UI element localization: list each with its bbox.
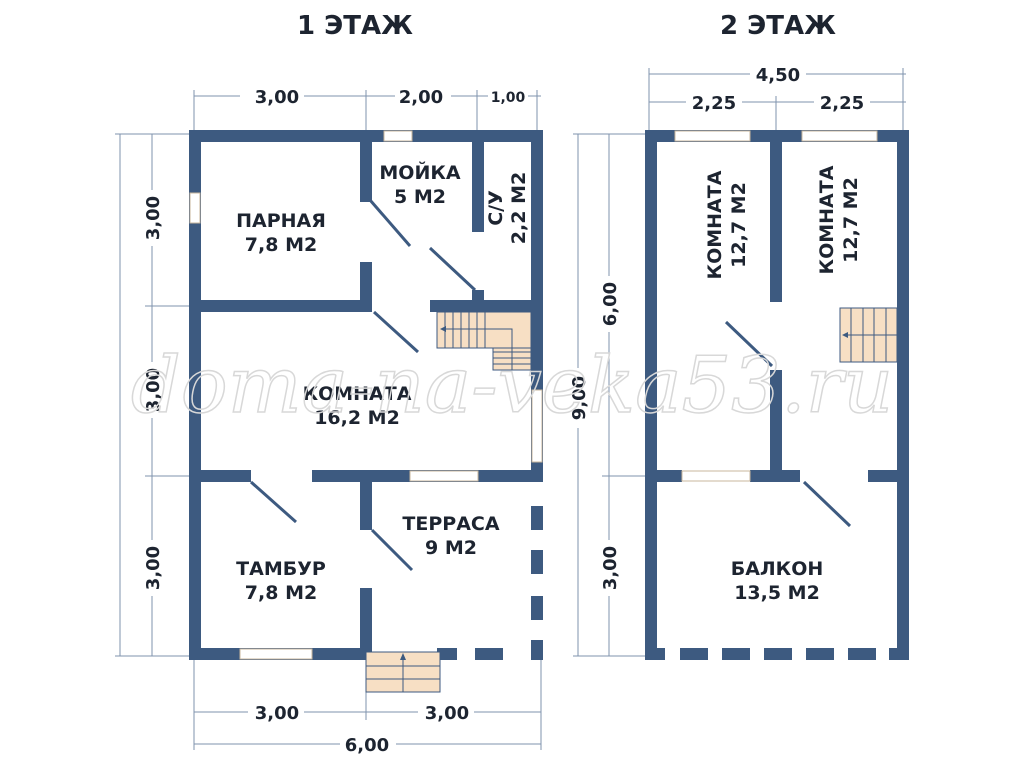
floor2-room-labels: КОМНАТА 12,7 М2 КОМНАТА 12,7 М2 БАЛКОН 1… (704, 165, 862, 604)
floor1-dimensions: 3,00 2,00 1,00 3,00 3,00 3,00 3 (115, 84, 542, 756)
floor2-windows (674, 130, 878, 482)
floor2-doors (724, 320, 852, 528)
dim-left-2: 3,00 (143, 368, 164, 412)
entry-arrow-icon (400, 653, 406, 660)
dim-left-1: 6,00 (600, 282, 621, 326)
stairs-arrow-icon (440, 326, 446, 332)
room-name-komnata-2: КОМНАТА (816, 165, 838, 274)
floor2-title: 2 ЭТАЖ (720, 11, 836, 41)
watermark: doma-na-veka53.ru (131, 341, 893, 431)
dim-bottom-2: 3,00 (425, 703, 469, 724)
dim-bottom-total: 6,00 (345, 735, 389, 756)
floor1-windows (189, 130, 543, 660)
floor2-plan: 4,50 2,25 2,25 9,00 6,00 3,00 (566, 62, 909, 660)
floor1-walls (189, 130, 543, 660)
dim-top-3: 1,00 (491, 90, 526, 106)
room-area-terrace: 9 М2 (425, 537, 477, 559)
door (370, 528, 414, 572)
floor1-stairs (365, 311, 532, 693)
door (724, 320, 774, 368)
room-name-tambur: ТАМБУР (236, 558, 326, 580)
room-name-moyka: МОЙКА (379, 161, 460, 184)
window (239, 648, 313, 660)
dim-left-3: 3,00 (143, 546, 164, 590)
window (531, 389, 543, 463)
window (383, 130, 413, 142)
stairs-arrow-icon (842, 332, 848, 338)
floor1-plan: 3,00 2,00 1,00 3,00 3,00 3,00 3 (115, 84, 543, 756)
room-area-su: 2,2 М2 (508, 172, 530, 244)
door (802, 480, 852, 528)
room-name-parnaya: ПАРНАЯ (236, 210, 326, 232)
room-area-komnata-2: 12,7 М2 (840, 177, 862, 263)
window (674, 130, 751, 142)
window (801, 130, 878, 142)
dim-left-total: 9,00 (569, 376, 590, 420)
room-name-terrace: ТЕРРАСА (402, 513, 499, 535)
window (189, 192, 201, 224)
door (428, 246, 477, 292)
floor1-room-labels: ПАРНАЯ 7,8 М2 МОЙКА 5 М2 С/У 2,2 М2 КОМН… (236, 161, 530, 604)
room-area-balkon: 13,5 М2 (734, 582, 820, 604)
room-area-tambur: 7,8 М2 (245, 582, 317, 604)
room-area-moyka: 5 М2 (394, 186, 446, 208)
floor1-doors (250, 199, 477, 572)
room-name-komnata-1: КОМНАТА (704, 170, 726, 279)
door (250, 480, 297, 524)
dim-top-2: 2,25 (820, 93, 864, 114)
dim-left-2: 3,00 (600, 546, 621, 590)
floor1-title: 1 ЭТАЖ (297, 11, 413, 41)
room-area-komnata: 16,2 М2 (314, 407, 400, 429)
room-area-komnata-1: 12,7 М2 (728, 182, 750, 268)
floor2-dimensions: 4,50 2,25 2,25 9,00 6,00 3,00 (566, 62, 906, 657)
door (368, 199, 412, 247)
dim-bottom-1: 3,00 (255, 703, 299, 724)
dim-top-1: 2,25 (692, 93, 736, 114)
room-name-su: С/У (485, 190, 507, 226)
dim-top-2: 2,00 (399, 87, 443, 108)
door (372, 310, 420, 354)
window (681, 470, 751, 482)
floor2-stairs (839, 307, 898, 363)
window (409, 470, 479, 482)
room-area-parnaya: 7,8 М2 (245, 234, 317, 256)
dim-top-total: 4,50 (756, 65, 800, 86)
room-name-balkon: БАЛКОН (731, 558, 824, 580)
dim-top-1: 3,00 (255, 87, 299, 108)
room-name-komnata: КОМНАТА (303, 383, 412, 405)
dim-left-1: 3,00 (143, 196, 164, 240)
